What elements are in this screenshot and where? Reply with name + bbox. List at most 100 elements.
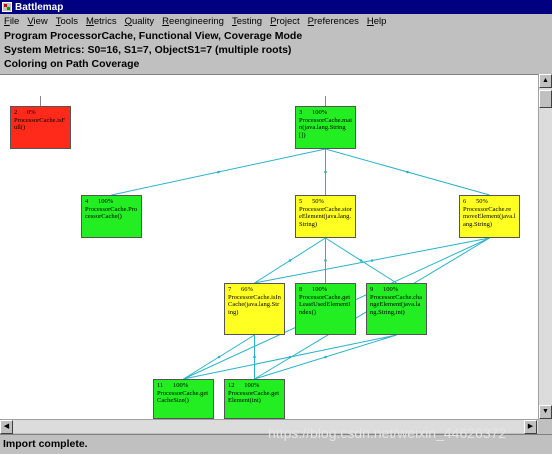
battlemap-app-icon[interactable] — [2, 2, 12, 12]
edge-direction-marker — [217, 355, 221, 359]
node-number: 7 — [228, 286, 232, 293]
vertical-scrollbar[interactable]: ▲ ▼ — [538, 74, 552, 419]
menu-mnemonic: T — [231, 15, 237, 27]
node-coverage-percent: 100% — [244, 382, 260, 389]
system-metrics-line: System Metrics: S0=16, S1=7, ObjectS1=7 … — [4, 44, 292, 56]
window-title: Battlemap — [15, 1, 64, 13]
node-coverage-percent: 0% — [27, 109, 36, 116]
battlemap-graph-canvas[interactable]: 2 0%ProcessorCache.isFull()3 100%Process… — [0, 74, 538, 420]
node-method-label: ProcessorCache.getLeastUsedElementIndex(… — [299, 293, 351, 316]
window-titlebar: Battlemap — [0, 0, 552, 14]
menu-metrics[interactable]: Metrics — [82, 16, 121, 27]
program-info-line: Program ProcessorCache, Functional View,… — [4, 30, 303, 42]
menu-help[interactable]: Help — [363, 16, 391, 27]
menu-label: esting — [236, 15, 263, 27]
menu-mnemonic: T — [55, 15, 61, 27]
node-number: 12 — [228, 382, 235, 389]
scroll-left-arrow-icon[interactable]: ◀ — [0, 420, 13, 434]
edge-direction-marker — [359, 259, 363, 262]
method-node-4[interactable]: 4 100%ProcessorCache.ProcessorCache() — [81, 195, 142, 238]
scroll-down-arrow-icon[interactable]: ▼ — [539, 405, 552, 419]
node-method-label: ProcessorCache.removeElement(java.lang.S… — [463, 205, 516, 228]
node-coverage-percent: 100% — [312, 286, 328, 293]
edge-direction-marker — [406, 170, 409, 174]
menu-label: roject — [276, 15, 300, 27]
node-coverage-percent: 50% — [312, 198, 324, 205]
node-number: 4 — [85, 198, 89, 205]
node-method-label: ProcessorCache.changeElement(java.lang.S… — [370, 293, 423, 316]
node-method-label: ProcessorCache.storeElement(java.lang.St… — [299, 205, 352, 228]
menu-mnemonic: H — [366, 15, 374, 27]
node-number: 6 — [463, 198, 467, 205]
node-number: 9 — [370, 286, 374, 293]
node-number: 2 — [14, 109, 18, 116]
method-node-3[interactable]: 3 100%ProcessorCache.main(java.lang.Stri… — [295, 106, 356, 149]
menu-label: ile — [9, 15, 20, 27]
node-number: 3 — [299, 109, 303, 116]
horizontal-scrollbar[interactable]: ◀ ▶ — [0, 419, 538, 434]
coloring-mode-line: Coloring on Path Coverage — [4, 58, 140, 70]
menu-label: iew — [33, 15, 48, 27]
menu-mnemonic: Q — [124, 15, 132, 27]
edge-direction-marker — [253, 355, 256, 359]
menu-testing[interactable]: Testing — [228, 16, 266, 27]
method-node-9[interactable]: 9 100%ProcessorCache.changeElement(java.… — [366, 283, 427, 335]
edge-direction-marker — [324, 355, 327, 359]
node-number: 11 — [157, 382, 164, 389]
node-header: 6 50% — [463, 198, 516, 206]
method-node-11[interactable]: 11 100%ProcessorCache.getCacheSize() — [153, 379, 214, 419]
edge-direction-marker — [324, 170, 327, 174]
menu-mnemonic: P — [270, 15, 277, 27]
node-method-label: ProcessorCache.isFull() — [14, 116, 66, 132]
menu-mnemonic: P — [307, 15, 314, 27]
scroll-right-arrow-icon[interactable]: ▶ — [524, 420, 537, 434]
node-header: 11 100% — [157, 382, 210, 390]
node-number: 5 — [299, 198, 303, 205]
method-node-5[interactable]: 5 50%ProcessorCache.storeElement(java.la… — [295, 195, 356, 238]
call-graph-edges — [40, 96, 490, 380]
edge-direction-marker — [217, 170, 220, 174]
node-method-label: ProcessorCache.getElement(int) — [228, 389, 280, 405]
program-info-panel: Program ProcessorCache, Functional View,… — [0, 29, 552, 73]
node-coverage-percent: 100% — [312, 109, 328, 116]
node-header: 2 0% — [14, 109, 67, 117]
menu-view[interactable]: View — [23, 16, 51, 27]
node-header: 12 100% — [228, 382, 281, 390]
menu-label: elp — [373, 15, 387, 27]
menu-label: uality — [131, 15, 155, 27]
method-node-8[interactable]: 8 100%ProcessorCache.getLeastUsedElement… — [295, 283, 356, 335]
menu-label: etrics — [93, 15, 117, 27]
scroll-up-arrow-icon[interactable]: ▲ — [539, 74, 552, 88]
method-node-6[interactable]: 6 50%ProcessorCache.removeElement(java.l… — [459, 195, 520, 238]
node-method-label: ProcessorCache.main(java.lang.String[]) — [299, 116, 352, 139]
vertical-scroll-thumb[interactable] — [539, 90, 552, 108]
node-header: 9 100% — [370, 286, 423, 294]
node-header: 5 50% — [299, 198, 352, 206]
node-coverage-percent: 100% — [173, 382, 189, 389]
menu-mnemonic: M — [85, 15, 94, 27]
menu-preferences[interactable]: Preferences — [304, 16, 363, 27]
menu-label: eengineering — [169, 15, 224, 27]
method-node-2[interactable]: 2 0%ProcessorCache.isFull() — [10, 106, 71, 149]
node-coverage-percent: 100% — [98, 198, 114, 205]
menu-reengineering[interactable]: Reengineering — [158, 16, 228, 27]
node-coverage-percent: 50% — [476, 198, 488, 205]
menu-mnemonic: V — [27, 15, 34, 27]
menu-project[interactable]: Project — [266, 16, 304, 27]
menu-label: ools — [60, 15, 78, 27]
menu-quality[interactable]: Quality — [121, 16, 159, 27]
node-coverage-percent: 100% — [383, 286, 399, 293]
node-header: 3 100% — [299, 109, 352, 117]
node-header: 8 100% — [299, 286, 352, 294]
node-header: 4 100% — [85, 198, 138, 206]
node-header: 7 66% — [228, 286, 281, 294]
node-method-label: ProcessorCache.ProcessorCache() — [85, 205, 138, 221]
method-node-7[interactable]: 7 66%ProcessorCache.isInCache(java.lang.… — [224, 283, 285, 335]
node-coverage-percent: 66% — [241, 286, 253, 293]
menu-label: references — [314, 15, 359, 27]
scrollbar-corner — [538, 419, 552, 433]
menu-tools[interactable]: Tools — [52, 16, 82, 27]
menu-file[interactable]: File — [0, 16, 23, 27]
method-node-12[interactable]: 12 100%ProcessorCache.getElement(int) — [224, 379, 285, 419]
